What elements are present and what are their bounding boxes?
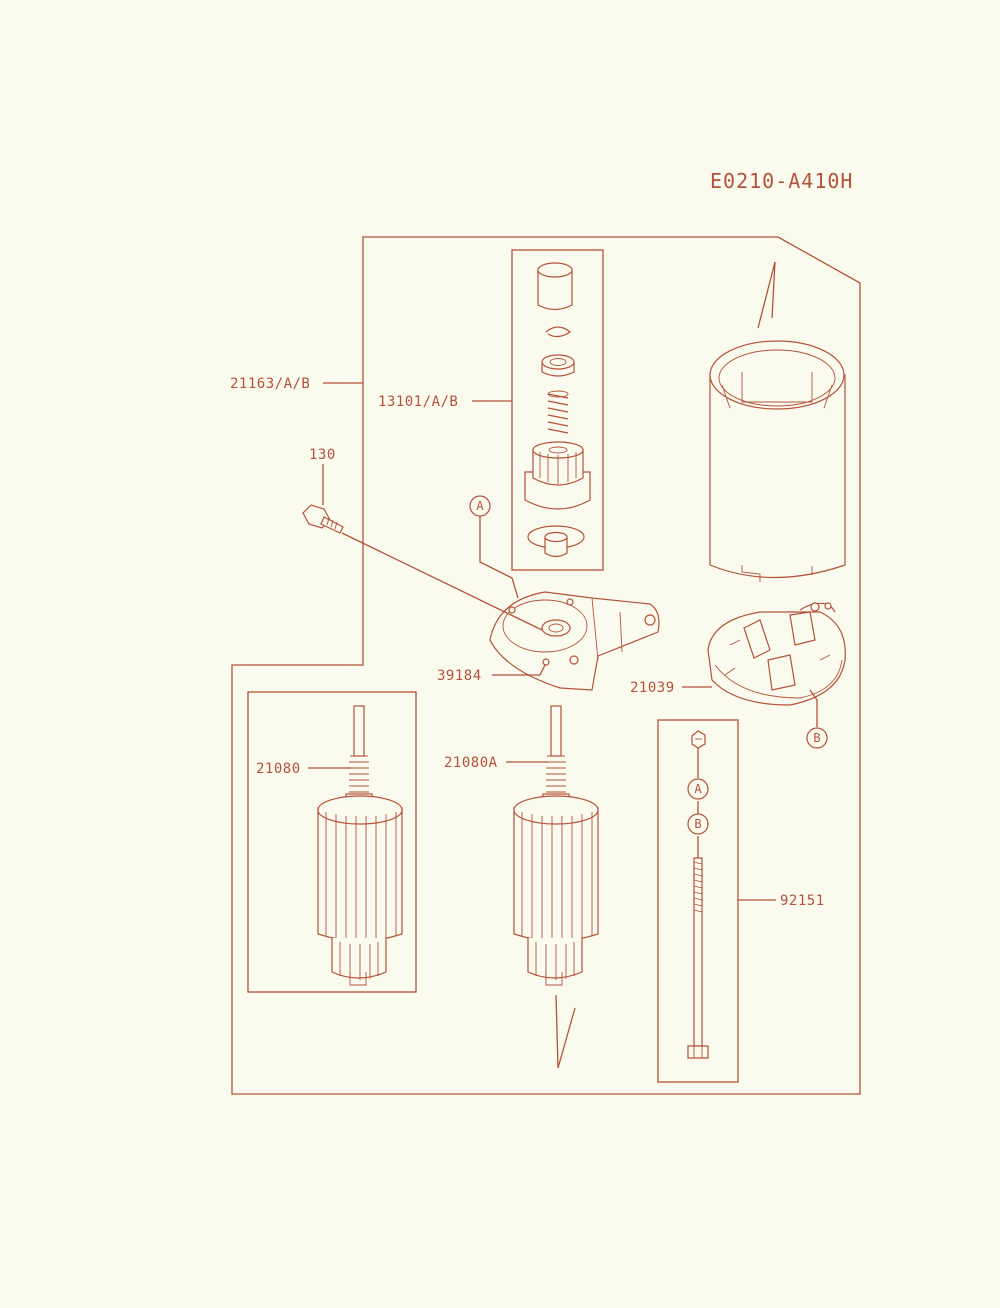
armature-21080A xyxy=(513,705,599,1069)
label-21163: 21163/A/B xyxy=(230,376,310,392)
label-21080A: 21080A xyxy=(444,755,498,771)
svg-text:A: A xyxy=(694,782,702,796)
drive-end-bracket xyxy=(489,591,660,691)
svg-text:B: B xyxy=(694,817,701,831)
ref-marker-b-bolt: B xyxy=(687,813,709,835)
label-21080: 21080 xyxy=(256,761,301,777)
leader-lines xyxy=(308,382,818,901)
label-130: 130 xyxy=(309,447,336,463)
kit-box-13101 xyxy=(511,249,604,571)
label-39184: 39184 xyxy=(437,668,482,684)
assembly-outline xyxy=(231,236,861,1095)
label-21039: 21039 xyxy=(630,680,675,696)
yoke-housing xyxy=(709,261,846,582)
svg-text:A: A xyxy=(476,499,484,513)
armature-box-21080 xyxy=(247,691,417,993)
screw-130 xyxy=(302,504,344,534)
ref-marker-b-brush: B xyxy=(806,727,828,749)
ref-marker-a-bracket: A xyxy=(469,495,491,517)
brush-holder xyxy=(707,602,846,706)
armature-21080 xyxy=(317,705,403,986)
label-13101: 13101/A/B xyxy=(378,394,458,410)
diagram-code: E0210-A410H xyxy=(710,169,853,193)
bolt-box-92151 xyxy=(657,719,739,1083)
ref-marker-a-bolt: A xyxy=(687,778,709,800)
label-92151: 92151 xyxy=(780,893,825,909)
pinion-kit-parts xyxy=(524,262,591,558)
svg-text:B: B xyxy=(813,731,820,745)
through-bolt xyxy=(687,730,709,1059)
